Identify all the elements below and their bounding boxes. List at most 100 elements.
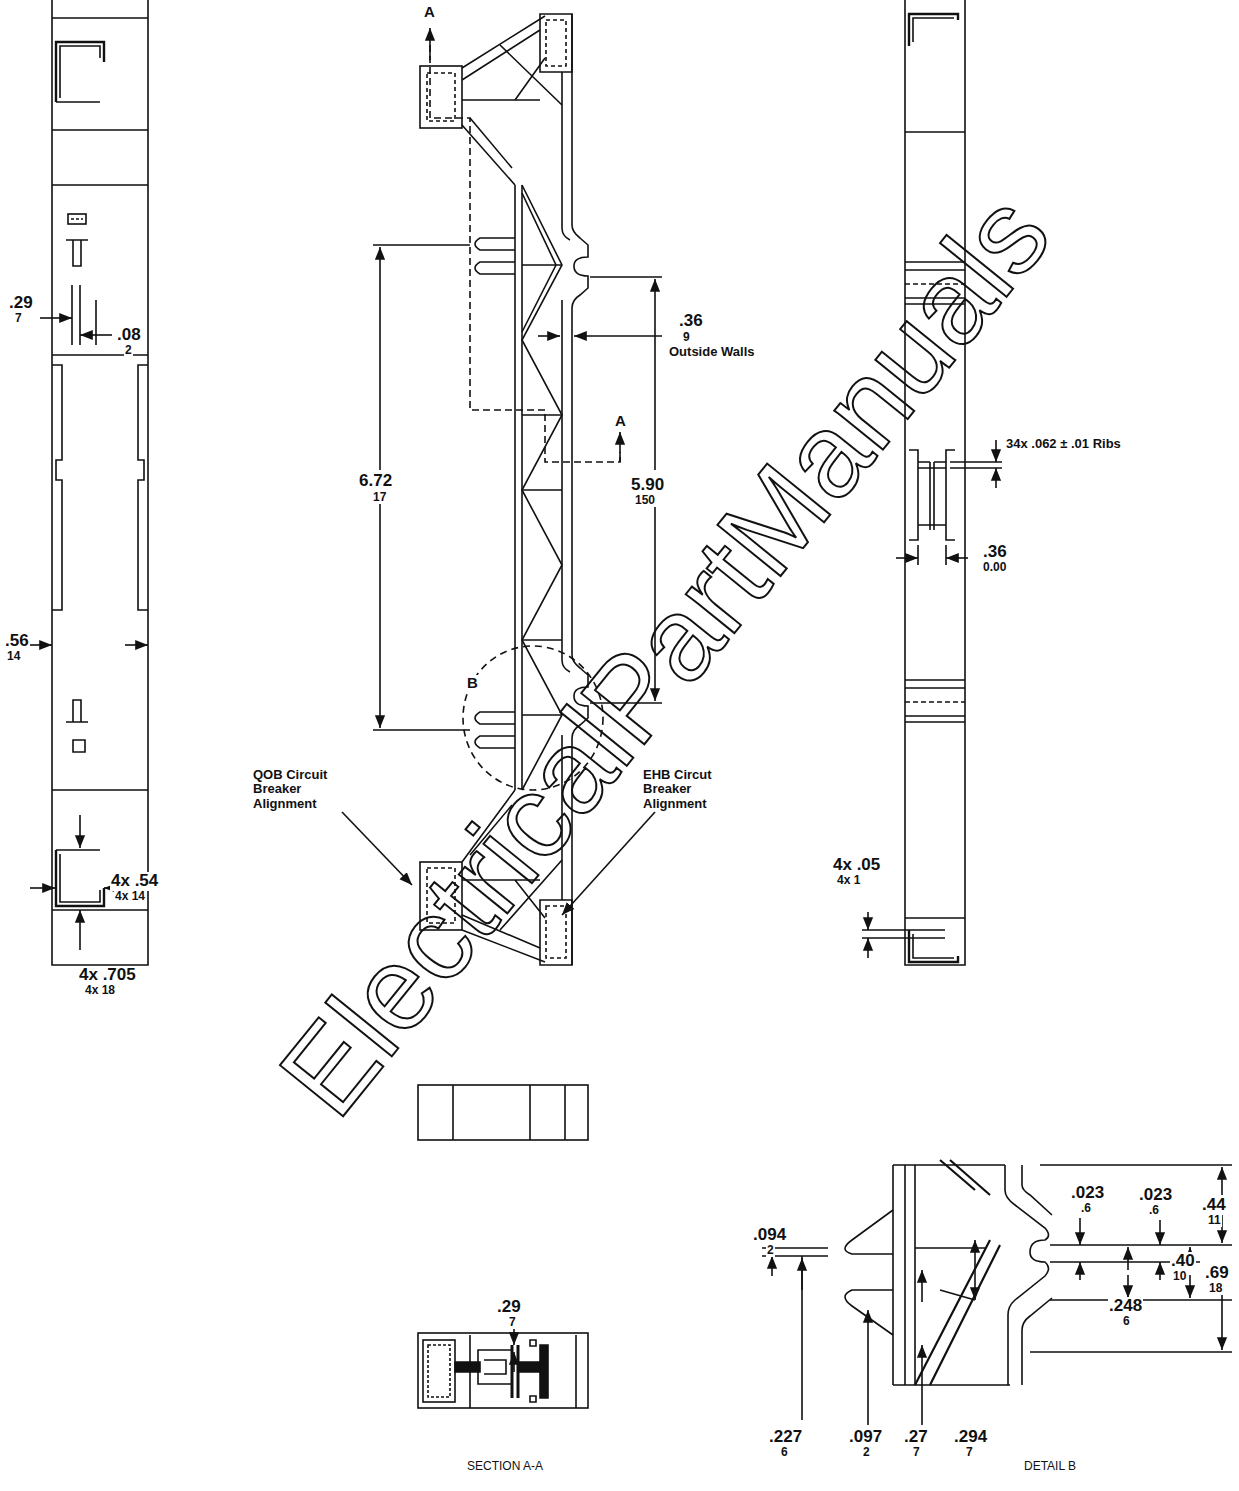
metric-value: 10 (1172, 1270, 1187, 1283)
side-view-right-stroke (867, 912, 869, 930)
detail-view-stroke (1079, 1262, 1081, 1280)
metric-value: .6 (1080, 1202, 1092, 1215)
detail-view-stroke (845, 1290, 893, 1335)
side-view-left (20, 0, 148, 965)
metric-value: 150 (634, 494, 656, 507)
side-view-right-stroke (905, 0, 965, 965)
section-view-stroke (540, 1345, 548, 1398)
dimension-value: 6.72 (358, 472, 393, 491)
dimension-value: 5.90 (630, 476, 665, 495)
detail-view-stroke (893, 1165, 915, 1385)
metric-value: 2 (862, 1446, 871, 1459)
rail-profile-stroke (546, 20, 566, 66)
side-view-right-stroke (905, 680, 965, 722)
side-view-left-stroke (60, 46, 100, 98)
side-view-left-stroke (52, 365, 62, 610)
rail-profile-stroke (342, 812, 412, 885)
detail-view-stroke (1189, 1275, 1191, 1298)
side-view-right-stroke (909, 450, 955, 540)
rail-profile-stroke (619, 432, 621, 462)
side-view-left-stroke (72, 285, 96, 345)
section-view-stroke (423, 1340, 455, 1402)
dimension-value: .097 (848, 1428, 883, 1447)
side-view-right-stroke (909, 14, 958, 46)
dimension-value: .36 (982, 543, 1008, 562)
end-view-stroke (418, 1085, 588, 1140)
side-view-left-stroke (80, 334, 112, 336)
side-view-left-stroke (52, 18, 148, 910)
side-view-right-stroke (918, 545, 946, 565)
rail-profile-stroke (522, 193, 556, 332)
detail-view-stroke (1159, 1262, 1161, 1280)
metric-value: 6 (1122, 1315, 1131, 1328)
side-view-right-stroke (918, 462, 946, 525)
dimension-value: .56 (4, 632, 30, 651)
dimension-value: .294 (953, 1428, 988, 1447)
section-letter: A (423, 4, 436, 21)
detail-view-stroke (974, 1240, 976, 1300)
metric-value: 4x 18 (84, 984, 116, 997)
side-view-left-stroke (52, 0, 148, 965)
side-view-right-stroke (930, 462, 934, 530)
metric-value: 4x 1 (836, 874, 861, 887)
side-view-left-stroke (68, 214, 86, 224)
side-view-left-stroke (60, 854, 100, 902)
section-view-stroke (512, 1345, 518, 1398)
view-caption: SECTION A-A (466, 1460, 544, 1473)
side-view-left-stroke (40, 317, 72, 319)
detail-view-stroke (1079, 1218, 1081, 1245)
detail-view-stroke (921, 1270, 923, 1302)
callout-text: QOB Circuit Breaker Alignment (252, 768, 349, 811)
rail-profile-stroke (522, 265, 562, 715)
rail-profile-stroke (654, 279, 656, 470)
section-view-stroke (470, 1335, 576, 1408)
detail-view-stroke (940, 1160, 990, 1195)
metric-value: 9 (682, 331, 691, 344)
metric-value: 7 (14, 312, 23, 325)
side-view-right-stroke (950, 462, 1002, 468)
side-view-left-stroke (138, 365, 148, 610)
dimension-value: .248 (1108, 1297, 1143, 1316)
metric-value: 2 (766, 1244, 775, 1257)
rail-profile-stroke (379, 500, 381, 728)
side-view-left-stroke (56, 849, 100, 851)
detail-letter: B (466, 675, 479, 692)
detail-view-stroke (1221, 1167, 1223, 1195)
rail-profile-stroke (500, 45, 562, 105)
metric-value: 7 (912, 1446, 921, 1459)
dimension-value: .023 (1070, 1184, 1105, 1203)
callout-text: EHB Circut Breaker Alignment (642, 768, 739, 811)
dimension-value: 4x .705 (78, 966, 137, 985)
side-view-left-stroke (66, 700, 88, 752)
view-caption: DETAIL B (1023, 1460, 1077, 1473)
rail-profile-stroke (475, 238, 515, 274)
side-view-right-stroke (913, 18, 954, 42)
metric-value: 11 (1207, 1214, 1222, 1227)
dimension-value: .08 (116, 326, 142, 345)
rail-profile-stroke (538, 335, 560, 337)
detail-view-stroke (1030, 1165, 1232, 1352)
side-view-left-stroke (125, 644, 148, 646)
side-view-left-stroke (30, 887, 55, 889)
side-view-right-stroke (909, 930, 958, 962)
dimension-value: .27 (903, 1428, 929, 1447)
dimension-value: .094 (752, 1226, 787, 1245)
rail-profile-stroke (379, 247, 381, 470)
metric-value: 6 (780, 1446, 789, 1459)
section-view-stroke (428, 1345, 450, 1397)
end-view-stroke (453, 1085, 565, 1140)
section-view-stroke (518, 1362, 540, 1372)
detail-view-stroke (1127, 1275, 1129, 1298)
side-view-right-stroke (867, 938, 869, 958)
side-view-left-stroke (79, 815, 81, 848)
section-view-stroke (455, 1362, 480, 1372)
side-view-right-stroke (995, 468, 997, 488)
dimension-value: 4x .54 (110, 872, 159, 891)
dimension-value: .227 (768, 1428, 803, 1447)
detail-view (762, 1160, 1232, 1425)
detail-view-stroke (867, 1310, 869, 1425)
rail-profile-stroke (429, 28, 431, 60)
detail-view-stroke (921, 1345, 923, 1425)
side-view-right-stroke (905, 131, 965, 133)
